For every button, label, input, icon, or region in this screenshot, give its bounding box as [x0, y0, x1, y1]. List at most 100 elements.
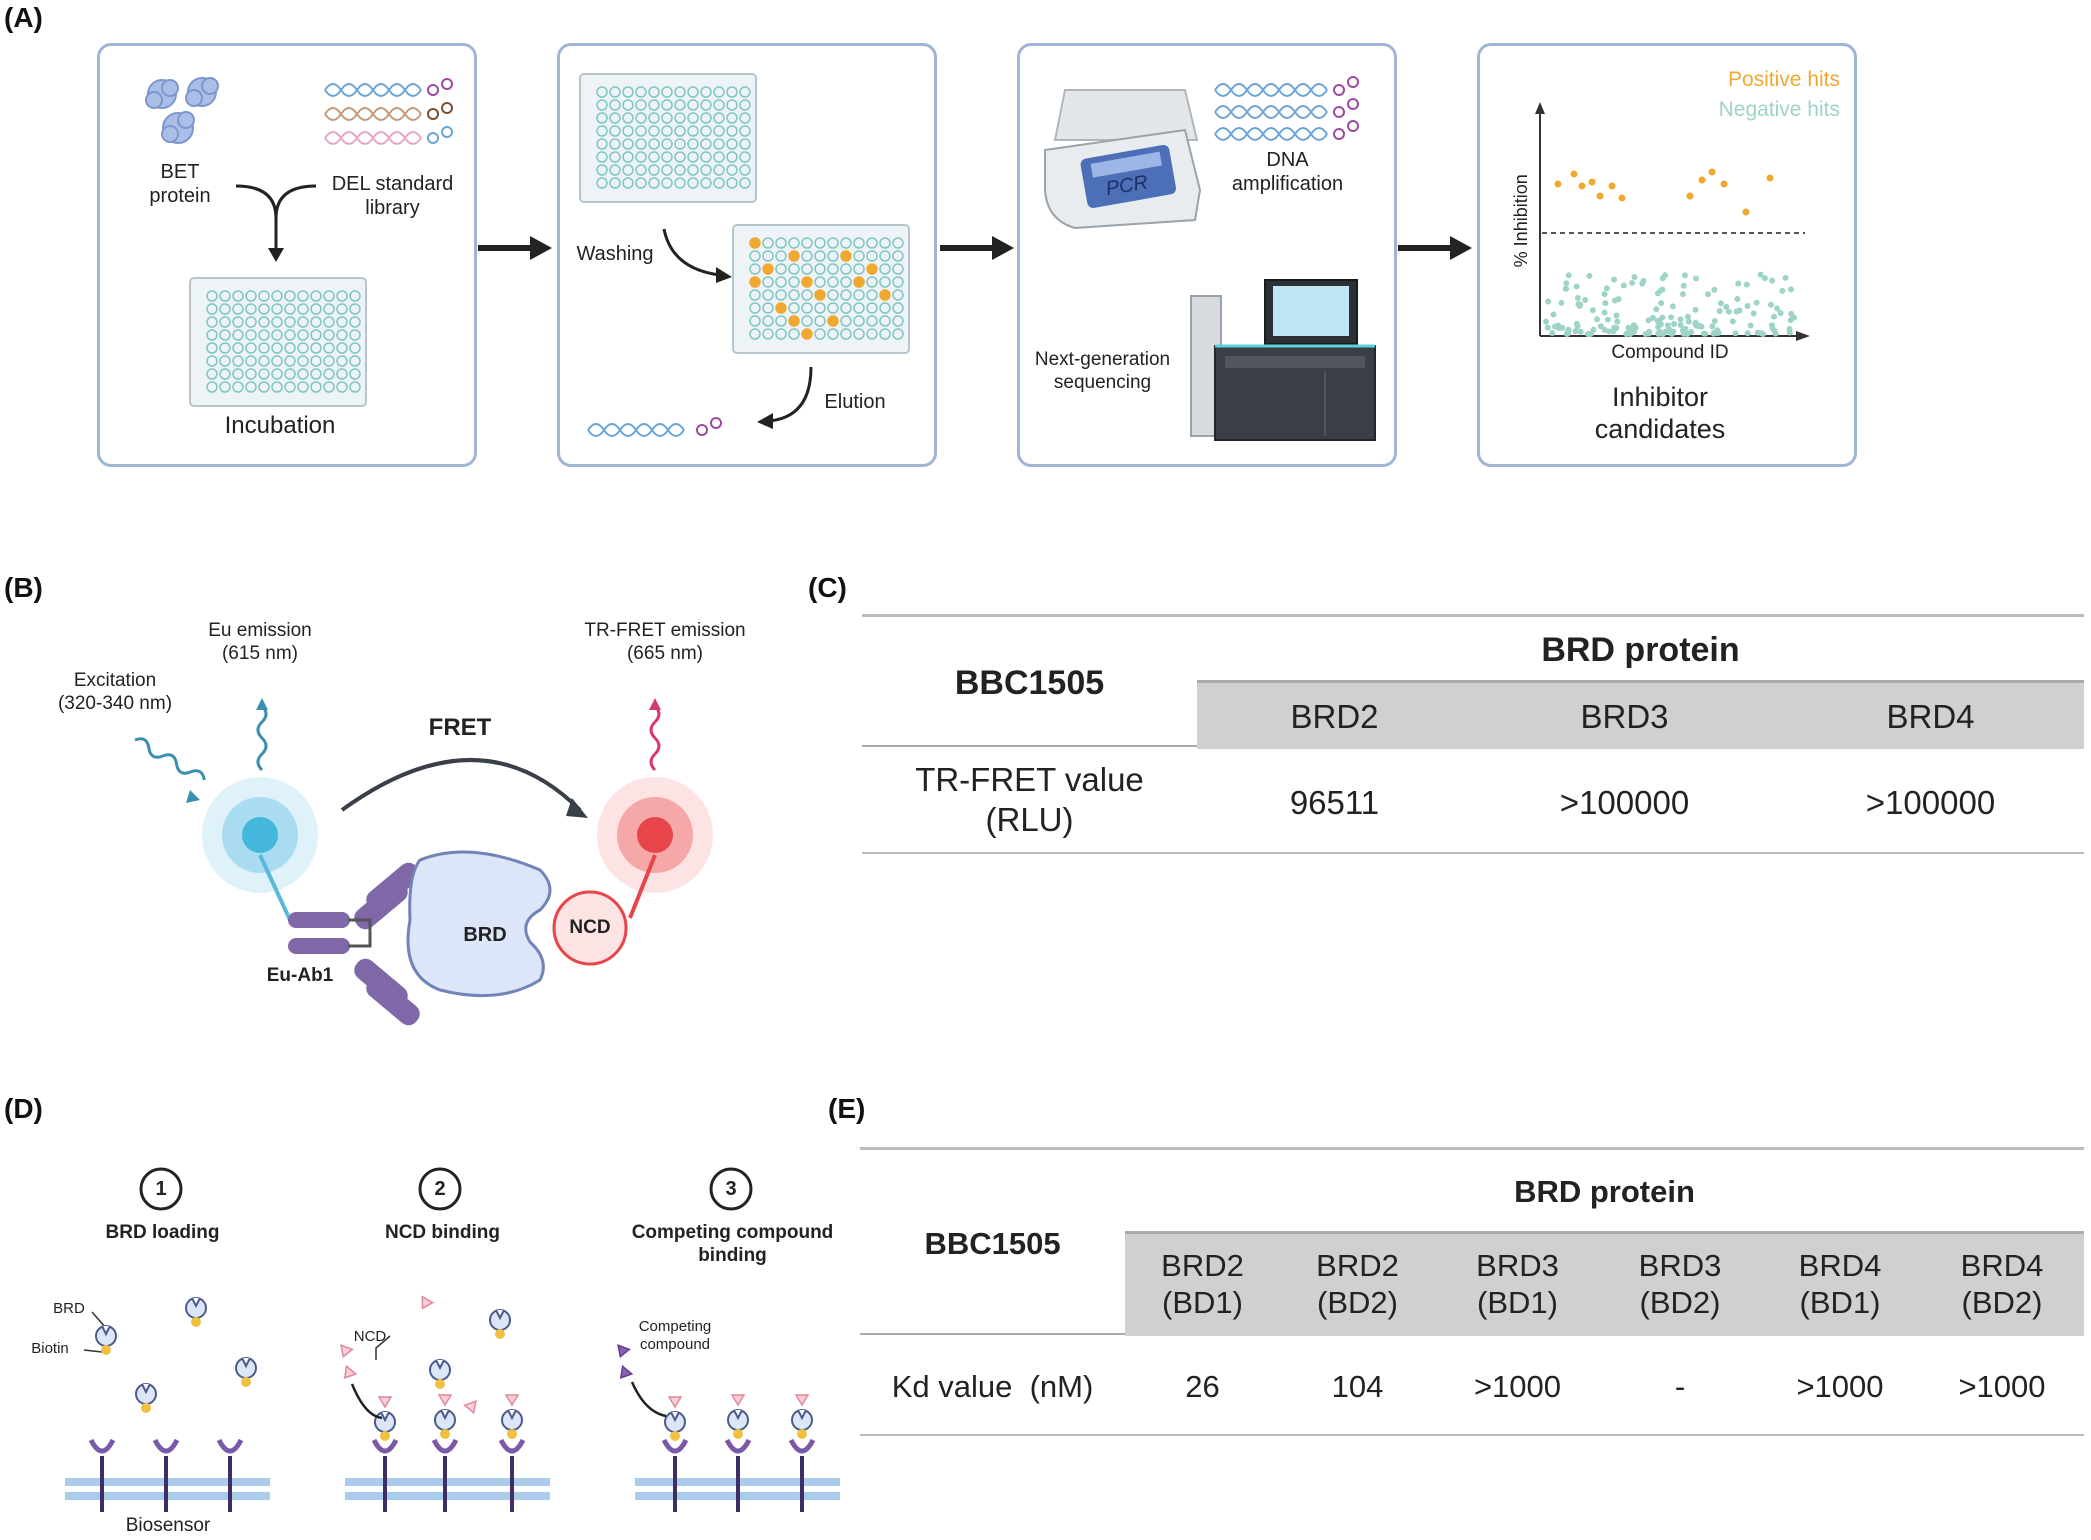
eu-ab1-label: Eu-Ab1 [266, 965, 334, 986]
negative-hit-dot [1545, 298, 1552, 305]
washing-arrow [662, 228, 732, 283]
biotin-callout-label: Biotin [31, 1340, 69, 1357]
positive-hit-dot [1698, 176, 1706, 184]
positive-hit-dot [1554, 180, 1562, 188]
negative-hit-dot [1692, 306, 1699, 313]
positive-hit-dot [1766, 174, 1774, 182]
competing-callout-label: Competing compound [638, 1318, 712, 1353]
del-library-label: DEL standard library [331, 173, 454, 219]
fret-label: FRET [428, 714, 492, 741]
negative-hit-dot [1774, 305, 1781, 312]
incubation-label: Incubation [224, 412, 336, 439]
negative-hit-dot [1684, 313, 1691, 320]
amplified-dna-icon [1214, 76, 1359, 141]
negative-hit-dot [1563, 280, 1570, 287]
negative-hit-dot [1658, 300, 1665, 307]
positive-hit-dot [1618, 194, 1626, 202]
negative-hit-dot [1624, 329, 1631, 336]
step-3-title: Competing compound binding [631, 1222, 834, 1266]
table-c-bottom-rule [862, 852, 2084, 854]
negative-hit-dot [1565, 326, 1572, 333]
trfret-emission-label: TR-FRET emission (665 nm) [584, 620, 746, 664]
washing-label: Washing [576, 243, 654, 265]
negative-hit-dot [1613, 312, 1620, 319]
step-2-number: 2 [434, 1178, 446, 1200]
scatter-plot [1535, 102, 1810, 341]
negative-hit-dot [1642, 330, 1649, 337]
negative-hit-dot [1655, 330, 1662, 337]
table-c-compound: BBC1505 [954, 664, 1105, 702]
table-c-col-1: BRD3 [1580, 698, 1669, 735]
negative-hit-dot [1602, 300, 1609, 307]
negative-hit-dot [1574, 294, 1581, 301]
positive-hit-dot [1578, 182, 1586, 190]
negative-hit-dot [1733, 308, 1740, 315]
table-c-col-0: BRD2 [1290, 698, 1379, 735]
negative-hit-dot [1657, 287, 1664, 294]
negative-hit-dot [1725, 308, 1732, 315]
table-e-col-4: BRD4 (BD1) [1798, 1248, 1882, 1321]
negative-hit-dot [1744, 330, 1751, 337]
negative-hit-dot [1685, 318, 1692, 325]
table-e-header-row [1125, 1231, 2084, 1336]
negative-hit-dot [1668, 314, 1675, 321]
negative-hit-dot [1597, 323, 1604, 330]
bli-assay-diagram [65, 1295, 840, 1512]
eluted-dna-icon [587, 417, 722, 437]
table-c-group-header: BRD protein [1541, 631, 1740, 669]
sequencer-icon [1190, 279, 1376, 441]
positive-hit-dot [1708, 168, 1716, 176]
positive-hit-dot [1720, 180, 1728, 188]
negative-hit-dot [1555, 324, 1562, 331]
negative-hit-dot [1659, 314, 1666, 321]
negative-hit-dot [1671, 320, 1678, 327]
step-2-title: NCD binding [384, 1222, 501, 1243]
negative-hit-dot [1659, 330, 1666, 337]
negative-hit-dot [1761, 275, 1768, 282]
negative-hit-dot [1574, 323, 1581, 330]
negative-hit-dot [1565, 272, 1572, 279]
negative-hit-dot [1753, 299, 1760, 306]
table-e-col-3: BRD3 (BD2) [1638, 1248, 1722, 1321]
flow-arrow-2 [940, 236, 1014, 260]
table-e-group-header: BRD protein [1514, 1174, 1695, 1209]
elution-label: Elution [824, 391, 886, 413]
negative-hit-dot [1744, 302, 1751, 309]
negative-hit-dot [1611, 276, 1618, 283]
table-c-value-2: >100000 [1865, 784, 1996, 821]
bet-protein-icon [145, 77, 219, 144]
positive-hit-dot [1686, 192, 1694, 200]
negative-hit-dot [1585, 330, 1592, 337]
negative-hit-dot [1668, 330, 1675, 337]
table-e-value-3: - [1674, 1369, 1686, 1404]
ncd-callout-label: NCD [353, 1328, 387, 1345]
ngs-label: Next-generation sequencing [1034, 349, 1171, 393]
biosensor-label: Biosensor [125, 1515, 211, 1536]
negative-hit-dot [1662, 272, 1669, 279]
positive-hit-dot [1742, 208, 1750, 216]
negative-hit-dot [1543, 318, 1550, 325]
negative-hit-dot [1757, 271, 1764, 278]
negative-hit-dot [1681, 272, 1688, 279]
negative-hit-dot [1732, 330, 1739, 337]
negative-hit-dot [1594, 316, 1601, 323]
negative-hit-dot [1550, 311, 1557, 318]
table-e-value-4: >1000 [1796, 1369, 1884, 1404]
negative-hit-dot [1604, 316, 1611, 323]
negative-hit-dot [1611, 297, 1618, 304]
fret-diagram [134, 698, 713, 1026]
ncd-shape [552, 890, 628, 966]
negative-hit-dot [1698, 323, 1705, 330]
table-c-left-rule [862, 745, 1197, 747]
positive-hit-dot [1570, 170, 1578, 178]
eu-emission-wave-icon [256, 704, 268, 772]
table-c-col-2: BRD4 [1886, 698, 1975, 735]
negative-hit-dot [1586, 272, 1593, 279]
table-e-compound: BBC1505 [924, 1226, 1061, 1261]
panel-d-label: (D) [4, 1093, 43, 1124]
negative-hit-dot [1590, 326, 1597, 333]
positive-hit-dot [1608, 182, 1616, 190]
brd-callout-label: BRD [53, 1300, 85, 1317]
negative-hit-dot [1772, 330, 1779, 337]
negative-hit-dot [1717, 300, 1724, 307]
